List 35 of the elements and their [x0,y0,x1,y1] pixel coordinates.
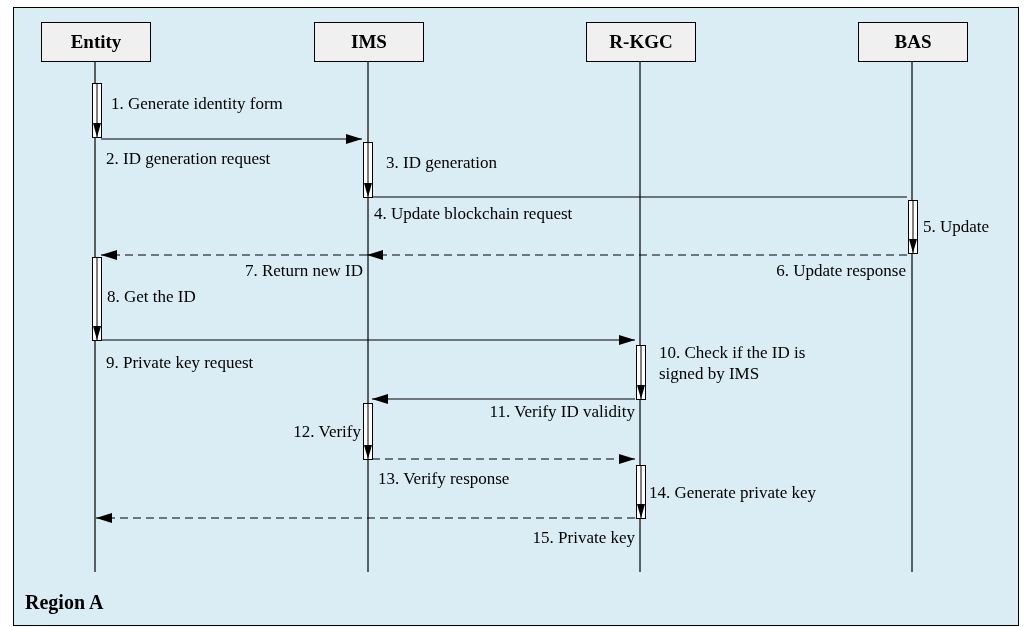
participant-box: IMS [314,22,424,62]
step-label: 8. Get the ID [107,286,196,307]
step-label: 3. ID generation [386,152,497,173]
step-label: 12. Verify [293,421,361,442]
activation-bar [636,345,646,400]
activation-bar [92,257,102,341]
message-arrow [371,454,636,464]
message-arrow [100,335,636,345]
message-arrow [371,394,636,404]
step-label: 14. Generate private key [649,482,817,503]
step-label: 5. Update [923,216,990,237]
edge-label: 15. Private key [532,527,635,548]
activation-bar [363,142,373,198]
participant-box: BAS [858,22,968,62]
edge-label: 11. Verify ID validity [489,401,635,422]
edge-label: 9. Private key request [106,352,254,373]
message-arrow [100,250,368,260]
edge-label: 7. Return new ID [244,260,363,281]
activation-bar [636,465,646,519]
edge-label: 4. Update blockchain request [374,203,573,224]
activation-bar [363,403,373,460]
participant-box: R-KGC [586,22,696,62]
activation-bar [92,83,102,138]
message-arrow [366,250,908,260]
message-arrow [100,134,363,144]
region-title: Region A [25,590,104,616]
message-arrow [95,513,636,523]
activation-bar [908,200,918,254]
region-frame [13,7,1019,626]
edge-label: 2. ID generation request [106,148,271,169]
step-label: 1. Generate identity form [111,93,283,114]
edge-label: 6. Update response [776,260,906,281]
edge-label: 13. Verify response [378,468,510,489]
participant-box: Entity [41,22,151,62]
step-label: 10. Check if the ID is signed by IMS [659,342,807,384]
